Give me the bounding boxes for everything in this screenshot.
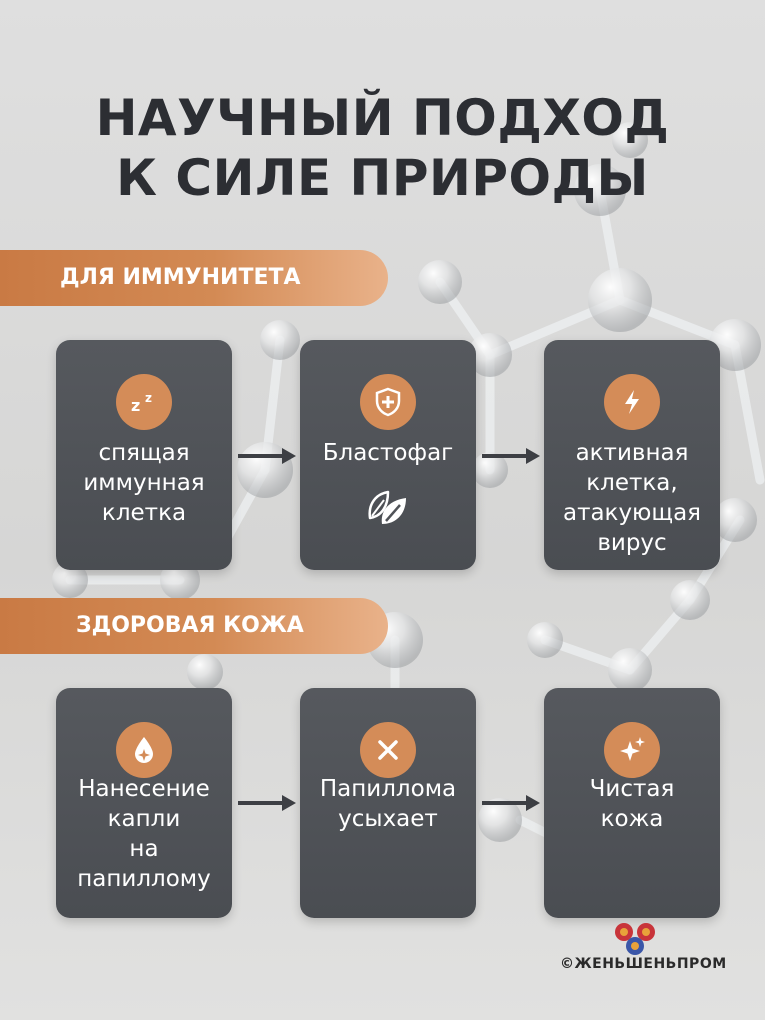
card-text: Бластофаг xyxy=(322,440,454,466)
arrow-right-icon xyxy=(482,795,540,811)
section-label: ЗДОРОВАЯ КОЖА xyxy=(76,613,304,638)
card-text: Нанесение капли на папиллому xyxy=(77,776,211,892)
section-label: ДЛЯ ИММУНИТЕТА xyxy=(60,265,301,290)
title-line-1: НАУЧНЫЙ ПОДХОД xyxy=(95,89,670,147)
brand-logo: ©ЖЕНЬШЕНЬПРОМ xyxy=(560,920,730,980)
leaves-icon xyxy=(368,490,406,524)
step-card-blastofag: Бластофаг xyxy=(300,340,476,570)
card-text: активная клетка, атакующая вирус xyxy=(562,440,702,556)
step-card-papilloma-dries: Папиллома усыхает xyxy=(300,688,476,918)
close-icon xyxy=(360,722,416,778)
section-ribbon-skin: ЗДОРОВАЯ КОЖА xyxy=(0,598,388,654)
svg-text:z: z xyxy=(131,396,140,415)
card-text: спящая иммунная клетка xyxy=(83,440,205,526)
svg-text:z: z xyxy=(145,391,152,405)
brand-name: ©ЖЕНЬШЕНЬПРОМ xyxy=(560,956,727,972)
step-card-apply-drop: Нанесение капли на папиллому xyxy=(56,688,232,918)
title-line-2: К СИЛЕ ПРИРОДЫ xyxy=(116,149,649,207)
arrow-right-icon xyxy=(238,448,296,464)
step-card-clean-skin: Чистая кожа xyxy=(544,688,720,918)
card-text: Папиллома усыхает xyxy=(319,776,457,832)
step-card-active-cell: активная клетка, атакующая вирус xyxy=(544,340,720,570)
sleep-icon: z z xyxy=(116,374,172,430)
arrow-right-icon xyxy=(238,795,296,811)
lightning-icon xyxy=(604,374,660,430)
brand-emblem-icon xyxy=(615,923,655,955)
arrow-right-icon xyxy=(482,448,540,464)
card-text: Чистая кожа xyxy=(589,776,675,832)
section-ribbon-immunity: ДЛЯ ИММУНИТЕТА xyxy=(0,250,388,306)
shield-plus-icon xyxy=(360,374,416,430)
page-title: НАУЧНЫЙ ПОДХОД К СИЛЕ ПРИРОДЫ xyxy=(0,88,765,208)
sparkle-icon xyxy=(604,722,660,778)
step-card-sleeping-cell: z z спящая иммунная клетка xyxy=(56,340,232,570)
drop-icon xyxy=(116,722,172,778)
